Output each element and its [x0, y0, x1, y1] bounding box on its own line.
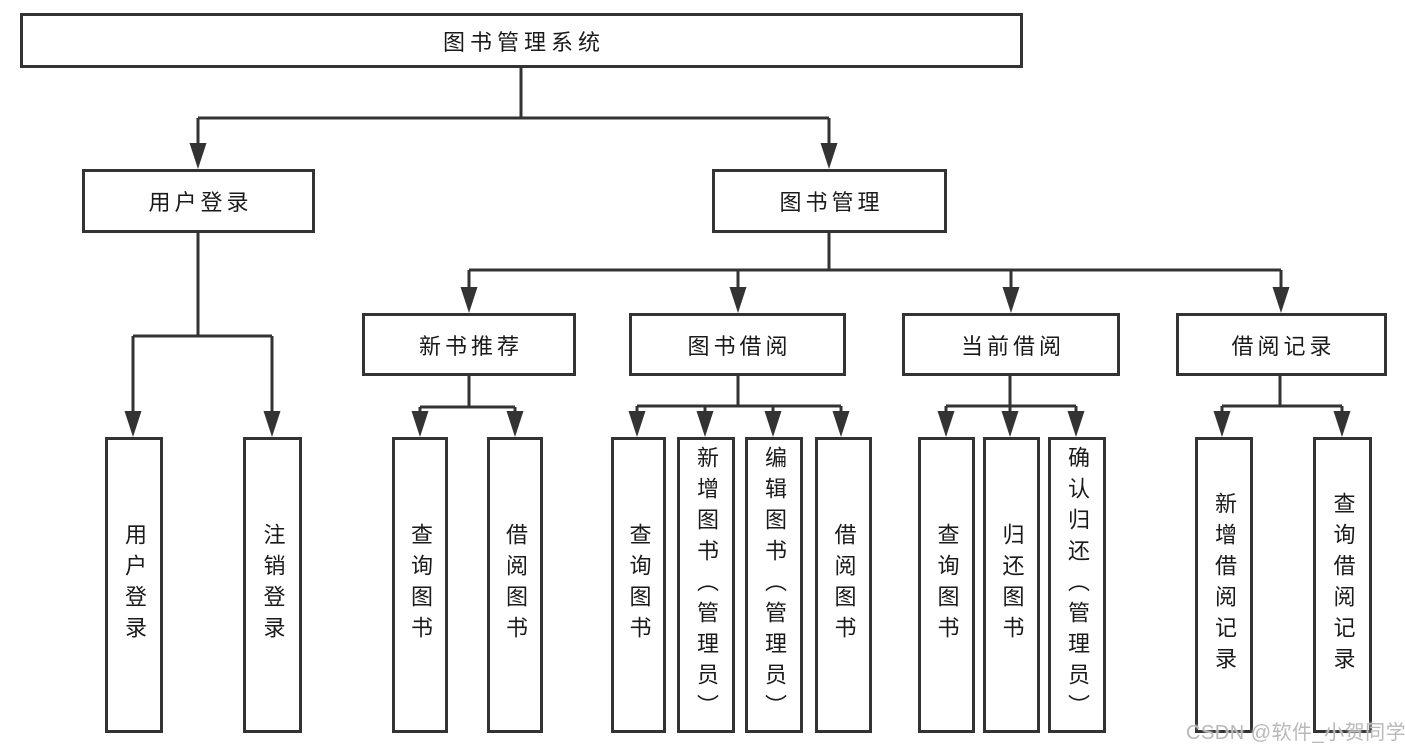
node-book-borrow: 图书借阅: [629, 313, 846, 376]
leaf-newrec-borrow-books: 借阅图书: [487, 437, 543, 733]
leaf-return-books-label: 归还图书: [999, 523, 1025, 647]
leaf-query-borrow-record: 查询借阅记录: [1313, 437, 1372, 733]
connector-userlogin-to-children: [131, 233, 274, 420]
node-borrow-records: 借阅记录: [1176, 313, 1387, 376]
node-user-login-group-label: 用户登录: [148, 190, 253, 215]
leaf-add-borrow-record: 新增借阅记录: [1195, 437, 1253, 733]
connector-newrec-to-children: [418, 376, 517, 418]
leaf-borrow-query-books-label: 查询图书: [626, 523, 652, 647]
leaf-logout: 注销登录: [243, 437, 302, 733]
node-borrow-records-label: 借阅记录: [1231, 333, 1336, 359]
leaf-newrec-query-books: 查询图书: [392, 437, 448, 733]
leaf-user-login-label: 用户登录: [122, 523, 147, 647]
leaf-logout-label: 注销登录: [260, 523, 286, 647]
leaf-add-books-admin: 新增图书（管理员）: [677, 437, 735, 733]
leaf-borrow-borrow-books-label: 借阅图书: [831, 523, 857, 647]
node-new-book-recommend-label: 新书推荐: [418, 333, 523, 359]
leaf-return-books: 归还图书: [983, 437, 1040, 733]
node-root: 图书管理系统: [20, 13, 1023, 68]
connector-root-to-level2: [196, 68, 831, 150]
node-book-borrow-label: 图书借阅: [687, 333, 792, 359]
leaf-newrec-borrow-books-label: 借阅图书: [503, 523, 528, 647]
leaf-user-login: 用户登录: [105, 437, 163, 733]
leaf-borrow-query-books: 查询图书: [611, 437, 666, 733]
connector-bookmgmt-to-level3: [467, 233, 1283, 294]
leaf-confirm-return-admin-label: 确认归还（管理员）: [1065, 445, 1090, 725]
arrowheads: [124, 143, 1351, 437]
node-new-book-recommend: 新书推荐: [362, 313, 576, 376]
leaf-query-borrow-record-label: 查询借阅记录: [1330, 492, 1356, 678]
node-current-borrow: 当前借阅: [902, 313, 1120, 376]
leaf-edit-books-admin-label: 编辑图书（管理员）: [762, 445, 787, 725]
leaf-borrow-borrow-books: 借阅图书: [815, 437, 872, 733]
node-book-management: 图书管理: [712, 169, 947, 233]
leaf-add-borrow-record-label: 新增借阅记录: [1212, 492, 1237, 678]
leaf-current-query-books: 查询图书: [918, 437, 975, 733]
node-user-login-group: 用户登录: [82, 169, 315, 233]
connector-borrowrec-to-children: [1220, 376, 1344, 418]
leaf-add-books-admin-label: 新增图书（管理员）: [694, 445, 719, 725]
node-root-label: 图书管理系统: [442, 29, 605, 55]
connector-bookborrow-to-children: [635, 376, 843, 418]
leaf-edit-books-admin: 编辑图书（管理员）: [745, 437, 803, 733]
leaf-current-query-books-label: 查询图书: [934, 523, 960, 647]
leaf-newrec-query-books-label: 查询图书: [408, 523, 433, 647]
node-current-borrow-label: 当前借阅: [960, 333, 1065, 359]
leaf-confirm-return-admin: 确认归还（管理员）: [1048, 437, 1106, 733]
csdn-watermark: CSDN @软件_小贺同学: [1186, 722, 1405, 744]
node-book-management-label: 图书管理: [779, 190, 884, 215]
